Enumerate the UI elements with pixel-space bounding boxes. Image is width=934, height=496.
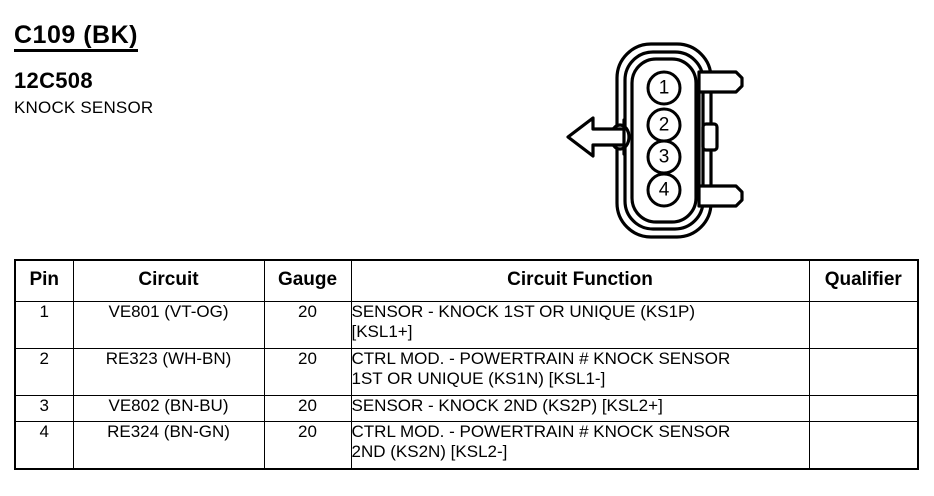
pin-circle-3: 3: [646, 139, 682, 175]
table-header-row: Pin Circuit Gauge Circuit Function Quali…: [14, 259, 919, 302]
cell-pin: 4: [14, 421, 74, 470]
cell-qualifier: [808, 421, 919, 470]
cell-circuit: RE324 (BN-GN): [72, 421, 265, 470]
column-header-circuit: Circuit: [72, 259, 265, 302]
cell-gauge: 20: [263, 395, 352, 422]
pin-circle-label-1: 1: [659, 78, 670, 99]
cell-pin: 1: [14, 301, 74, 349]
pin-table-container: Pin Circuit Gauge Circuit Function Quali…: [14, 259, 919, 470]
table-row: 2 RE323 (WH-BN) 20 CTRL MOD. - POWERTRAI…: [14, 348, 919, 396]
cell-circuit: VE802 (BN-BU): [72, 395, 265, 422]
cell-circuit: RE323 (WH-BN): [72, 348, 265, 396]
connector-header: C109 (BK) 12C508 KNOCK SENSOR: [14, 22, 434, 117]
pin-circle-1: 1: [646, 70, 682, 106]
table-row: 4 RE324 (BN-GN) 20 CTRL MOD. - POWERTRAI…: [14, 421, 919, 470]
cell-pin: 3: [14, 395, 74, 422]
connector-side-notch: [701, 122, 719, 152]
cell-function: CTRL MOD. - POWERTRAIN # KNOCK SENSOR 2N…: [350, 421, 810, 470]
cell-qualifier: [808, 348, 919, 396]
connector-code: C109 (BK): [14, 22, 138, 53]
pin-circle-label-2: 2: [659, 115, 670, 136]
pin-circle-2: 2: [646, 107, 682, 143]
connector-diagram: 1 2 3 4: [560, 38, 790, 243]
cell-circuit: VE801 (VT-OG): [72, 301, 265, 349]
cell-qualifier: [808, 301, 919, 349]
table-row: 3 VE802 (BN-BU) 20 SENSOR - KNOCK 2ND (K…: [14, 395, 919, 422]
pin-circle-label-4: 4: [659, 180, 670, 201]
column-header-pin: Pin: [14, 259, 74, 302]
pin-table: Pin Circuit Gauge Circuit Function Quali…: [14, 259, 919, 470]
cell-function: SENSOR - KNOCK 2ND (KS2P) [KSL2+]: [350, 395, 810, 422]
column-header-qualifier: Qualifier: [808, 259, 919, 302]
cell-gauge: 20: [263, 301, 352, 349]
pin-circle-label-3: 3: [659, 147, 670, 168]
cell-qualifier: [808, 395, 919, 422]
connector-inner-cavity: [630, 57, 698, 224]
column-header-gauge: Gauge: [263, 259, 352, 302]
column-header-function: Circuit Function: [350, 259, 810, 302]
cell-gauge: 20: [263, 421, 352, 470]
pin-circles: 1 2 3 4: [646, 70, 682, 208]
cell-function: SENSOR - KNOCK 1ST OR UNIQUE (KS1P) [KSL…: [350, 301, 810, 349]
orientation-arrow: [566, 116, 631, 158]
connector-right-rail: [697, 70, 744, 208]
pin-circle-4: 4: [646, 172, 682, 208]
table-row: 1 VE801 (VT-OG) 20 SENSOR - KNOCK 1ST OR…: [14, 301, 919, 349]
component-name: KNOCK SENSOR: [14, 98, 154, 118]
cell-function: CTRL MOD. - POWERTRAIN # KNOCK SENSOR 1S…: [350, 348, 810, 396]
part-number: 12C508: [14, 68, 93, 94]
cell-pin: 2: [14, 348, 74, 396]
cell-gauge: 20: [263, 348, 352, 396]
